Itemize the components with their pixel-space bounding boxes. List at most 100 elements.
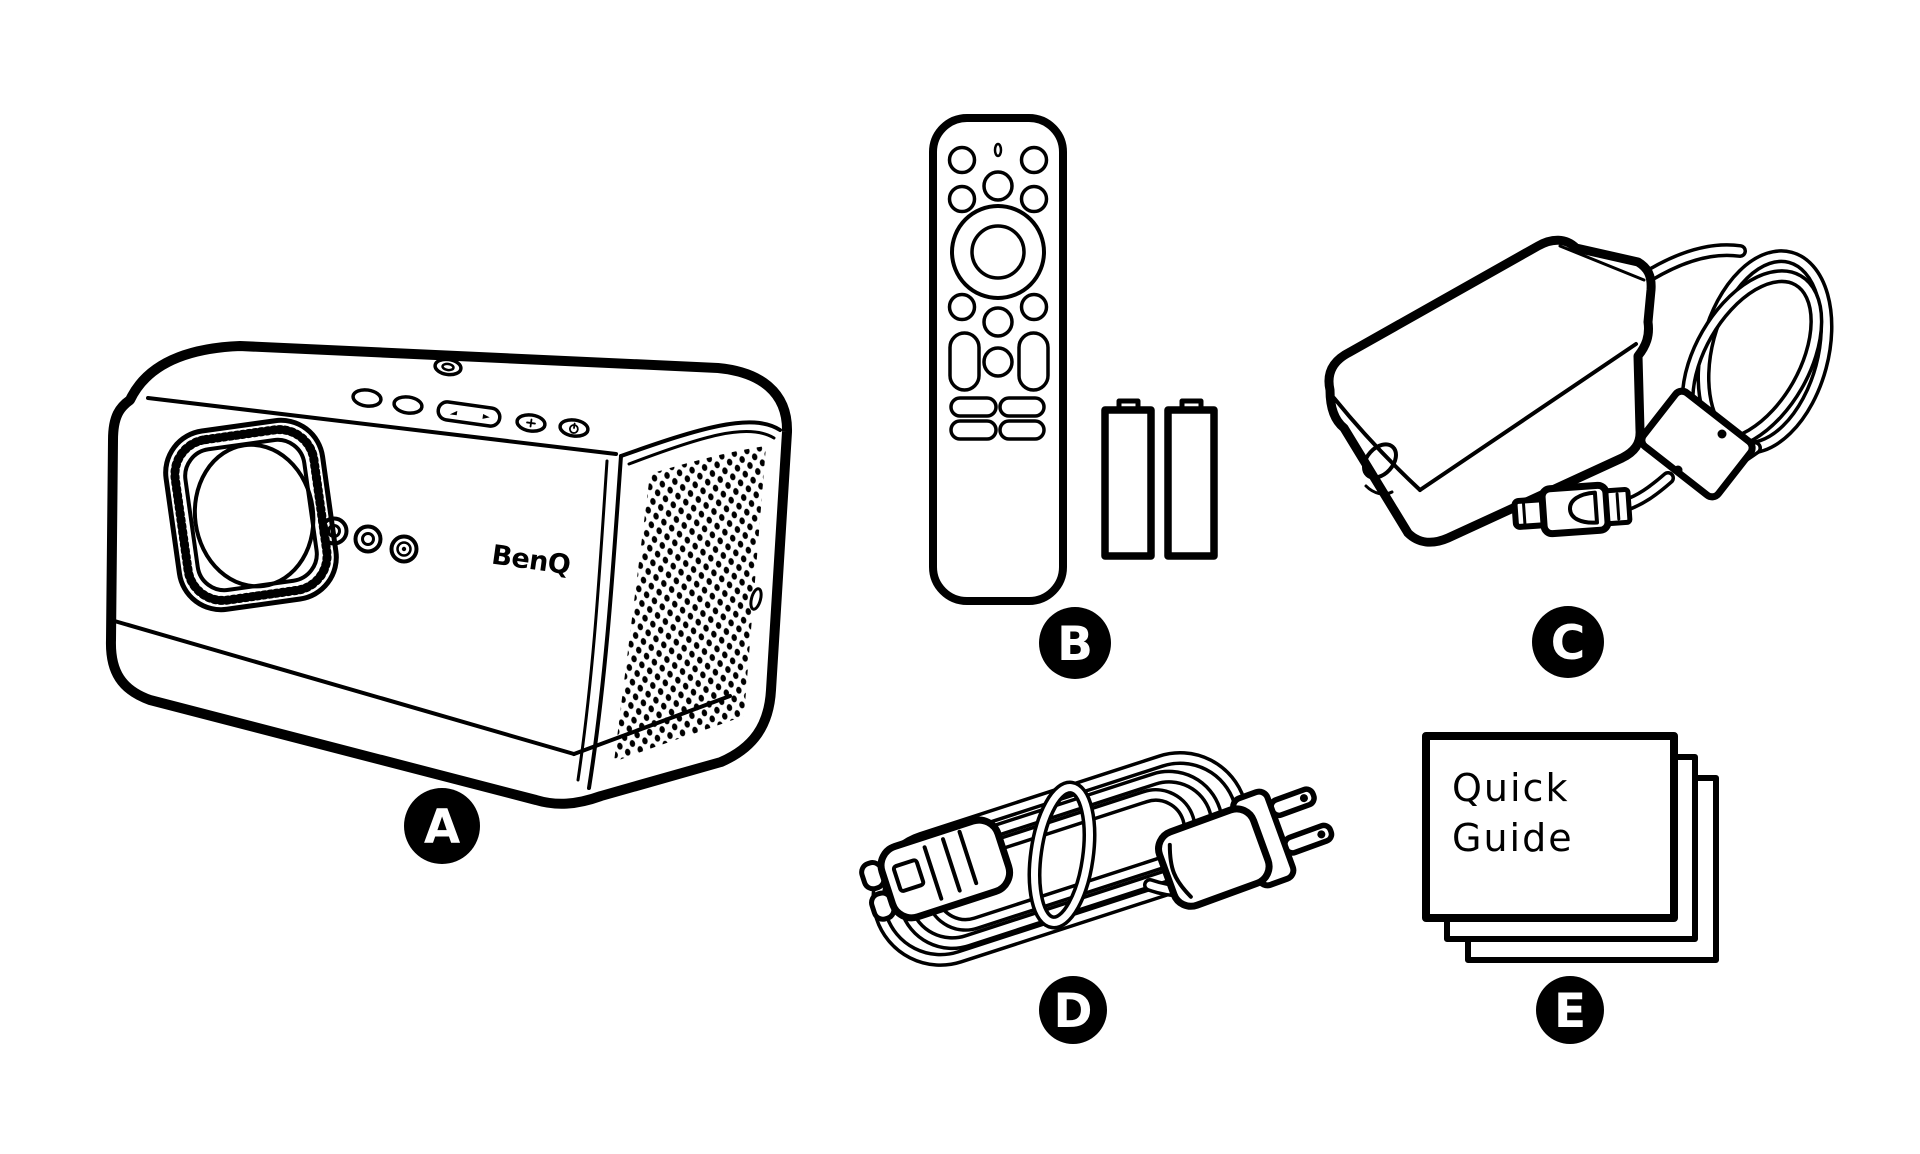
- badge-d-circle: [1039, 976, 1107, 1044]
- badge-c-letter: C: [1551, 616, 1586, 671]
- dc-plug-detail: [1568, 490, 1599, 525]
- remote-pill-button: [998, 396, 1046, 418]
- remote-button: [1019, 292, 1049, 322]
- remote-button: [982, 346, 1014, 378]
- front-sensors: [319, 516, 419, 564]
- camera-sensor-dot: [401, 546, 407, 552]
- top-side-edge: [619, 420, 782, 458]
- ir-sensor-icon: [319, 516, 349, 546]
- c7-notch: [891, 858, 926, 893]
- lens-bezel-outer: [163, 417, 339, 613]
- adapter-brick-outline: [1324, 235, 1656, 547]
- remote-illustration: [929, 114, 1067, 605]
- badge-d-letter: D: [1053, 984, 1092, 1039]
- ambient-sensor-outer: [433, 357, 463, 377]
- projector-lens: [163, 417, 339, 613]
- ac-plug-prong-hole: [1299, 794, 1308, 803]
- badge-e-letter: E: [1554, 984, 1586, 1039]
- badge-a-letter: A: [424, 800, 461, 855]
- remote-pill-button: [949, 419, 998, 441]
- top-button-2: [392, 395, 424, 415]
- remote-dpad-ok-button: [970, 224, 1026, 280]
- label-badge-c: C: [1532, 606, 1604, 678]
- top-front-edge: [146, 396, 618, 456]
- ac-plug-prong: [1268, 786, 1317, 819]
- volume-rocker-outline: [436, 400, 502, 428]
- remote-channel-button: [1017, 331, 1050, 392]
- adapter-label-arc: [1364, 484, 1394, 496]
- remote-led-icon: [993, 142, 1003, 158]
- c7-connector: [859, 816, 1014, 922]
- badge-c-circle: [1532, 606, 1604, 678]
- speaker-grille: [614, 446, 766, 762]
- power-button-outline: [558, 418, 590, 438]
- ferrite-bead-dot: [1673, 465, 1683, 475]
- camera-sensor-mid: [396, 541, 412, 557]
- battery-icon: [1101, 406, 1155, 560]
- ac-plug-body: [1155, 805, 1273, 910]
- focus-button-outline: [515, 413, 547, 433]
- remote-pill-button: [949, 396, 998, 418]
- light-sensor-inner: [361, 532, 375, 546]
- dc-plug: [1511, 481, 1633, 538]
- ac-plug-prong-hole: [1317, 830, 1326, 839]
- projector-body: [105, 341, 793, 809]
- focus-button: [515, 413, 547, 433]
- cord-tie-band: [1031, 784, 1093, 926]
- badge-b-letter: B: [1057, 617, 1093, 672]
- power-icon-line: [573, 422, 576, 429]
- badge-a-circle: [404, 788, 480, 864]
- side-bottom-strip-line: [572, 694, 732, 756]
- remote-button: [982, 170, 1014, 202]
- adapter-brick: [1324, 235, 1656, 547]
- adapter-cable: [1646, 246, 1744, 279]
- front-side-corner-edge-inner: [576, 459, 609, 782]
- ferrite-bead: [1638, 387, 1756, 501]
- volume-down-icon: [449, 410, 458, 416]
- remote-dpad-ring: [950, 204, 1046, 300]
- ac-plug-grip-line: [1167, 842, 1193, 899]
- adapter-brick-edge: [1418, 342, 1638, 492]
- ferrite-bead-dot: [1717, 429, 1727, 439]
- volume-up-icon: [482, 413, 490, 419]
- ambient-sensor-inner: [441, 362, 455, 372]
- adapter-brick-top-edge: [1558, 244, 1646, 282]
- battery-icon: [1164, 406, 1218, 560]
- remote-pill-button: [998, 419, 1046, 441]
- remote-button: [982, 306, 1014, 338]
- power-cord-illustration: [859, 751, 1335, 967]
- top-side-edge-inner: [627, 429, 776, 466]
- c7-body: [877, 816, 1014, 922]
- badge-e-circle: [1536, 976, 1604, 1044]
- lens-bezel-stitch-ring: [170, 425, 332, 605]
- remote-button: [947, 145, 977, 175]
- remote-button: [947, 292, 977, 322]
- remote-button: [1019, 145, 1049, 175]
- front-bottom-strip-line: [109, 618, 576, 756]
- lens-glass: [192, 442, 316, 589]
- dc-plug-tip-line: [1521, 502, 1527, 526]
- remote-volume-button: [948, 331, 981, 392]
- remote-body: [929, 114, 1067, 605]
- badge-b-circle: [1039, 607, 1111, 679]
- power-button: [558, 418, 590, 438]
- quick-guide-illustration: Quick Guide: [1422, 732, 1719, 963]
- label-badge-a: A: [404, 788, 480, 864]
- remote-button: [1019, 184, 1049, 214]
- ac-plug: [1155, 786, 1335, 910]
- quick-guide-title-line1: Quick: [1452, 766, 1569, 810]
- ambient-sensor-icon: [433, 357, 463, 377]
- volume-rocker-button: [436, 400, 502, 428]
- projector-illustration: BenQ: [105, 341, 793, 809]
- ir-sensor-inner: [327, 524, 341, 538]
- focus-icon: [526, 418, 536, 428]
- adapter-label-oval: [1362, 442, 1398, 480]
- power-adapter-illustration: [1324, 235, 1834, 547]
- dc-plug-strain-line: [1615, 492, 1621, 521]
- c7-ridges: [922, 829, 979, 901]
- batteries-illustration: [1101, 398, 1218, 560]
- ac-plug-prong: [1282, 822, 1335, 856]
- label-badge-e: E: [1536, 976, 1604, 1044]
